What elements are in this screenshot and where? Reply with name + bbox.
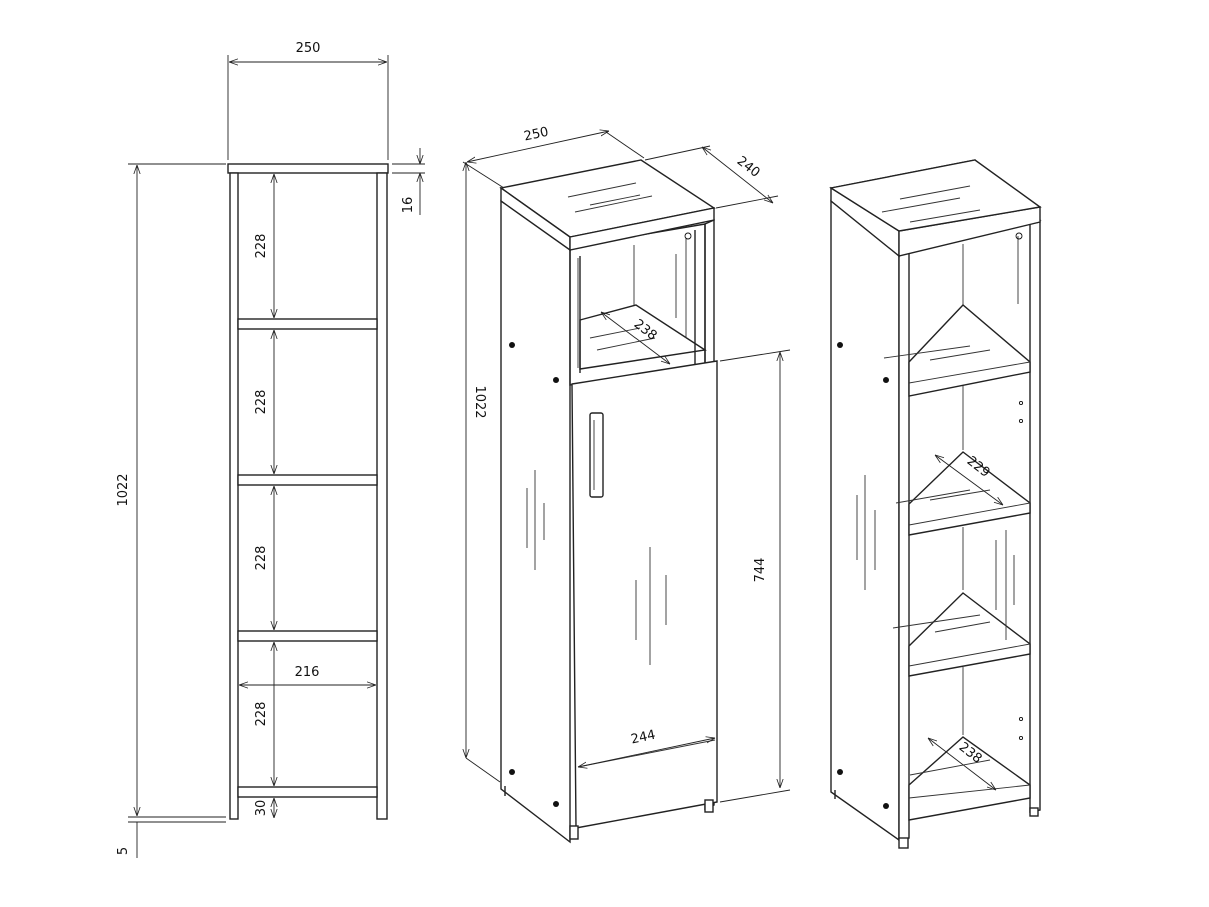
door-handle xyxy=(589,412,604,498)
cabinet-niche-floor xyxy=(579,304,707,370)
cabinet-depth-label: 240 xyxy=(734,154,763,181)
front-compartment-3-label: 228 xyxy=(254,546,269,571)
front-inner-width-label: 216 xyxy=(295,665,320,680)
front-compartment-1-label: 228 xyxy=(254,234,269,259)
shelf-3 xyxy=(908,592,1031,677)
cabinet-width-label: 250 xyxy=(523,125,550,145)
front-left-side xyxy=(229,172,239,820)
open-shelf-view: 229 238 xyxy=(829,159,1042,849)
front-compartment-2-label: 228 xyxy=(254,390,269,415)
shelf-right-side xyxy=(1029,221,1041,813)
cabinet-height-label: 1022 xyxy=(472,385,487,418)
cabinet-door-height-label: 744 xyxy=(753,558,768,583)
front-width-label: 250 xyxy=(296,41,321,56)
front-bottom-shelf xyxy=(237,786,378,798)
cabinet-niche-depth-label: 238 xyxy=(631,317,660,344)
front-shelf-2 xyxy=(237,474,378,486)
front-plinth-label: 30 xyxy=(254,800,269,817)
cabinet-door-width-label: 244 xyxy=(630,728,657,748)
front-shelf-3 xyxy=(237,630,378,642)
front-foot-label: 5 xyxy=(116,847,131,855)
cabinet-door xyxy=(571,360,718,829)
cabinet-view: 250 240 1022 238 744 244 xyxy=(463,125,791,844)
front-top-thickness-label: 16 xyxy=(401,197,416,214)
front-top-board xyxy=(227,163,389,174)
front-compartment-4-label: 228 xyxy=(254,702,269,727)
front-height-label: 1022 xyxy=(116,473,131,506)
front-shelf-1 xyxy=(237,318,378,330)
front-view: 250 1022 5 16 228 228 228 228 216 30 xyxy=(116,41,425,858)
cabinet-left-side xyxy=(500,199,571,844)
shelf-1 xyxy=(908,304,1031,397)
front-right-side xyxy=(376,172,388,820)
